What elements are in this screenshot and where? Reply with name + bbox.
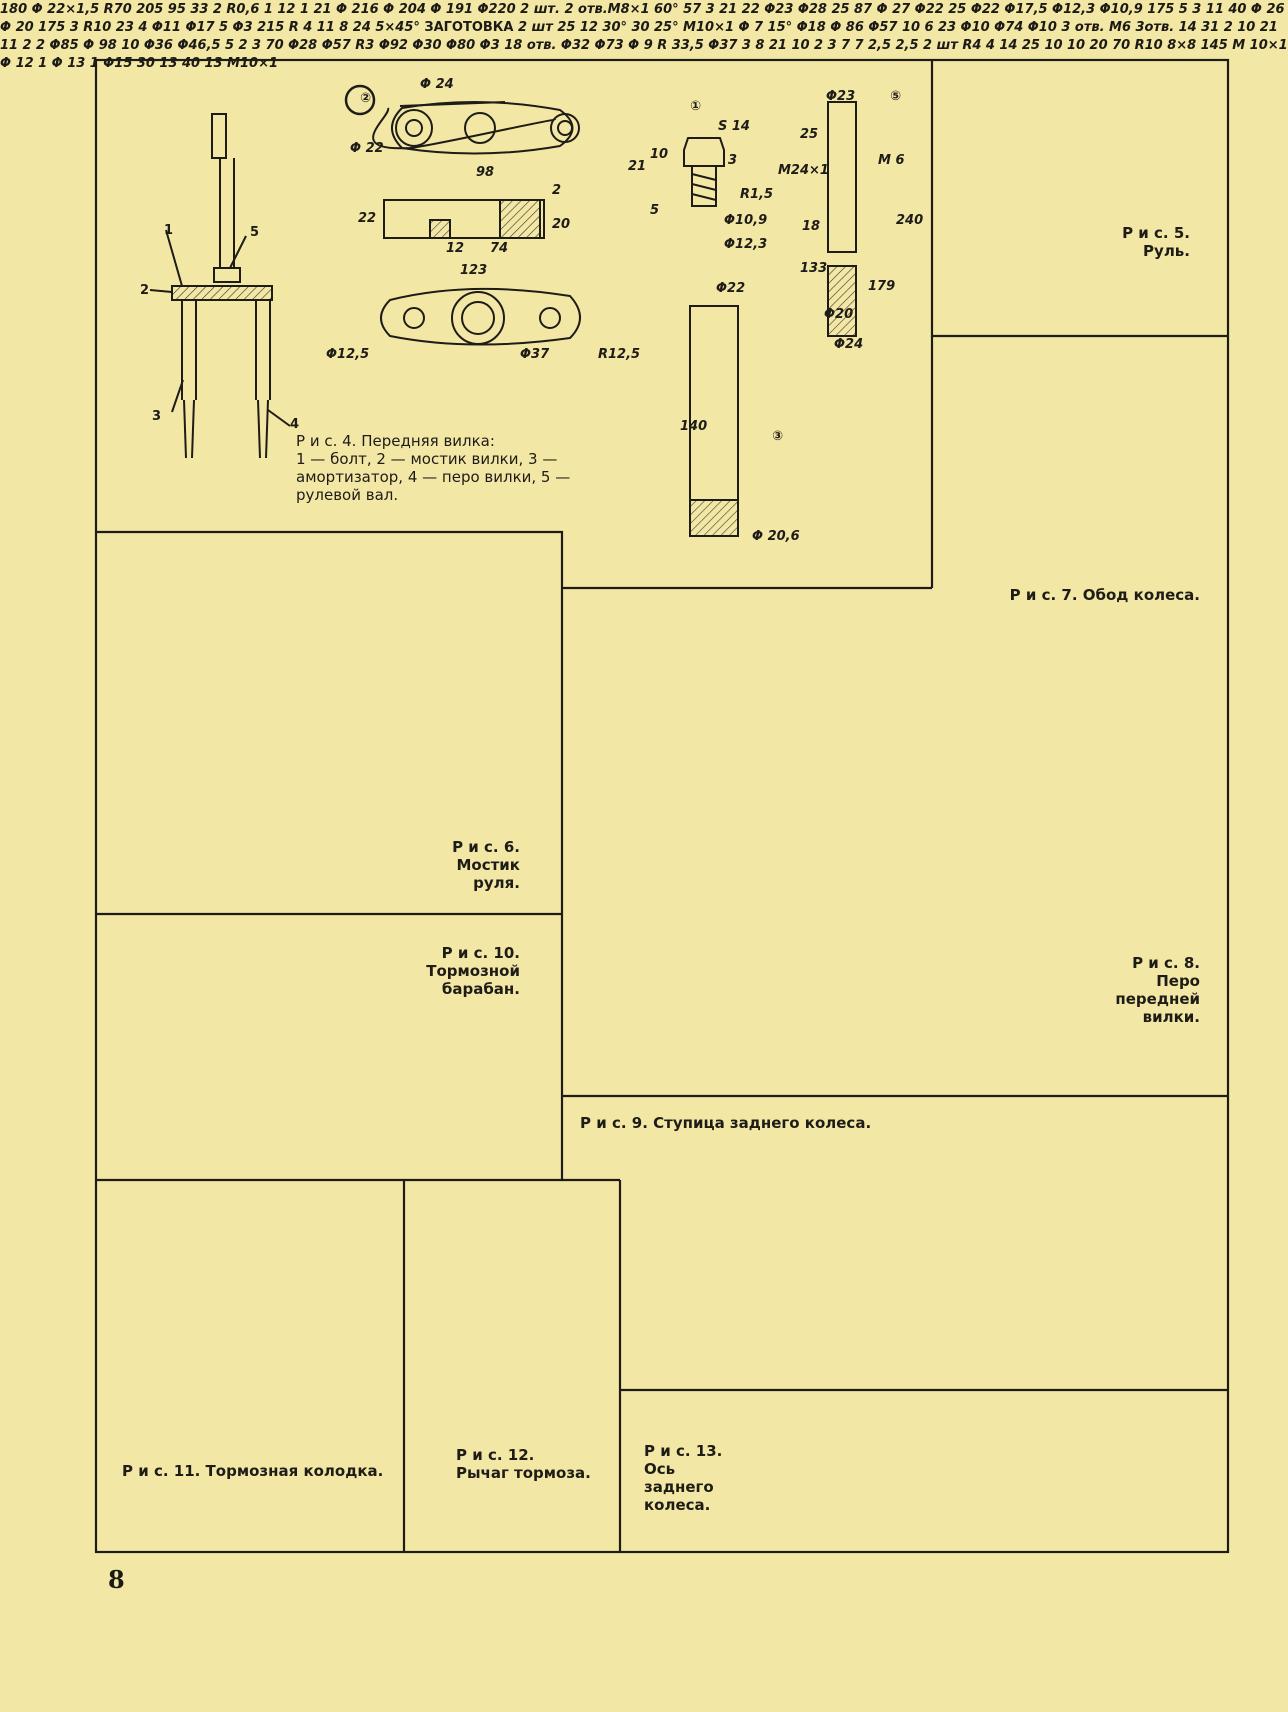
dimension-label: 10: [650, 147, 668, 162]
frame-lines: [94, 58, 1230, 1554]
page-number: 8: [108, 1565, 125, 1594]
fig4-dimensions: Φ 24 Φ 22 98 22 2 20 12 74 123 Φ12,5 Φ37…: [326, 77, 923, 544]
mark-3: ③: [772, 429, 783, 444]
fig6-dimensions: 2 отв.М8×1 60° 57 3 21 22 Φ23 Φ28 25 87 …: [564, 2, 967, 17]
dimension-label: 12: [446, 241, 464, 256]
mark-5: ⑤: [890, 89, 901, 104]
fig7-dimensions: 33 2 R0,6 1 12 1 21 Φ 216 Φ 204 Φ 191 Φ2…: [190, 2, 560, 17]
dimension-label: 22: [358, 211, 376, 226]
dimension-label: 20: [552, 217, 570, 232]
fig13-caption: Р и с. 13. Ось заднего колеса.: [644, 1442, 723, 1514]
callout-1: 1: [164, 223, 173, 238]
mark-1: ①: [690, 99, 701, 114]
dimension-label: Φ 22: [350, 141, 384, 156]
fig9-dimensions: Φ10 3 отв. M6 3отв. 14 31 2 10 21 11 2 2…: [0, 20, 1278, 53]
fig4-caption: Р и с. 4. Передняя вилка: 1 — болт, 2 — …: [296, 432, 571, 504]
fig8-dimensions: Φ22 Φ17,5 Φ12,3 Φ10,9 175 5 3 11 40 Φ 26…: [0, 2, 1285, 35]
dimension-label: Φ24: [834, 337, 863, 352]
fig10-dimensions: 25 12 30° 30 25° M10×1 Φ 7 15° Φ18 Φ 86 …: [557, 20, 1024, 35]
fig6-caption: Р и с. 6. Мостик руля.: [452, 838, 520, 892]
callout-5: 5: [250, 225, 259, 240]
dimension-label: 5: [650, 203, 659, 218]
fig4-bolt-part: [683, 101, 857, 537]
callout-2: 2: [140, 283, 149, 298]
dimension-label: 133: [800, 261, 827, 276]
dimension-label: 240: [896, 213, 923, 228]
fig8-caption: Р и с. 8. Перо передней вилки.: [1115, 954, 1200, 1026]
dimension-label: S 14: [718, 119, 750, 134]
fig9-caption: Р и с. 9. Ступица заднего колеса.: [580, 1114, 872, 1132]
dimension-label: R12,5: [598, 347, 640, 362]
fig5-dimensions: 180 Φ 22×1,5 R70 205 95: [0, 2, 186, 17]
fig5-caption: Р и с. 5. Руль.: [1122, 224, 1190, 260]
dimension-label: 98: [476, 165, 494, 180]
fig11-dimensions: Φ73 Φ 9 R 33,5 Φ37 3 8 21 10 2 3 7 7 2,5…: [594, 38, 958, 53]
dimension-label: 21: [628, 159, 646, 174]
fig10-caption: Р и с. 10. Тормозной барабан.: [426, 944, 520, 998]
dimension-label: Φ 20,6: [752, 529, 800, 544]
fig4-bridge-part: [344, 84, 581, 346]
dimension-label: Φ12,5: [326, 347, 369, 362]
blank-label: ЗАГОТОВКА: [424, 20, 514, 35]
dimension-label: 25: [800, 127, 818, 142]
dimension-label: Φ37: [520, 347, 550, 362]
dimension-label: Φ22: [716, 281, 745, 296]
fig12-dimensions: R4 4 14 25 10 10 20 70 R10 8×8: [962, 38, 1197, 53]
fig4-part-marks: ② ① ⑤ ③: [360, 89, 901, 444]
fig7-caption: Р и с. 7. Обод колеса.: [1009, 586, 1200, 604]
dimension-label: 18: [802, 219, 820, 234]
dimension-label: Φ20: [824, 307, 853, 322]
fig4-fork-drawing: [149, 113, 291, 459]
dimension-label: Φ 24: [420, 77, 454, 92]
dimension-label: 140: [680, 419, 707, 434]
callout-3: 3: [152, 409, 161, 424]
dimension-label: 2: [552, 183, 561, 198]
fig12-caption: Р и с. 12. Рычаг тормоза.: [456, 1446, 591, 1482]
dimension-label: M 6: [878, 153, 905, 168]
dimension-label: M24×1: [778, 163, 829, 178]
dimension-label: R1,5: [740, 187, 773, 202]
dimension-label: 123: [460, 263, 487, 278]
dimension-label: Φ12,3: [724, 237, 767, 252]
fig13-dimensions: 145 M 10×1 Φ 12 1 Φ 13 1 Φ15 30 13 40 13…: [0, 38, 1288, 71]
dimension-label: 179: [868, 279, 895, 294]
callout-4: 4: [290, 417, 299, 432]
dimension-label: 3: [728, 153, 737, 168]
fig11-caption: Р и с. 11. Тормозная колодка.: [122, 1462, 384, 1480]
dimension-label: Φ10,9: [724, 213, 767, 228]
dimension-label: Φ23: [826, 89, 855, 104]
dimension-label: 74: [490, 241, 508, 256]
fig4-callouts: 1 2 3 4 5: [140, 223, 299, 432]
mark-2: ②: [360, 91, 371, 106]
